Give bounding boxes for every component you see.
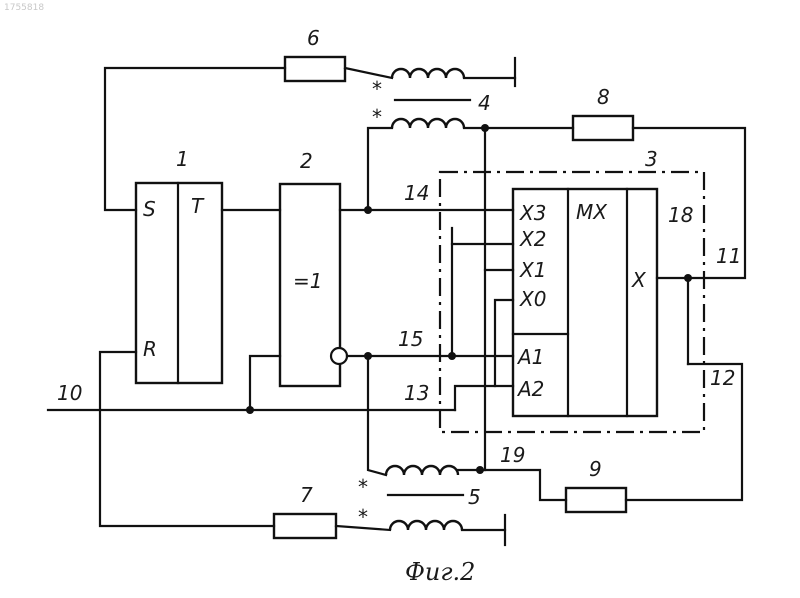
resistor-6: 6	[285, 26, 345, 81]
mux-address-a1-label: A1	[516, 345, 544, 369]
junction-15	[364, 352, 372, 360]
resistor-7: 7	[274, 483, 336, 538]
resistor-8: 8	[573, 85, 633, 140]
inductor-5-lower-polarity-mark: *	[358, 505, 368, 529]
resistor-8-label: 8	[597, 85, 610, 109]
node-12-label: 12	[710, 366, 735, 390]
junction-output	[684, 274, 692, 282]
mux-input-x0-label: X0	[519, 287, 546, 311]
xor-inverted-output-bubble	[331, 348, 347, 364]
wire-15-to-coil5-upper	[368, 356, 386, 475]
node-11-label: 11	[716, 244, 741, 268]
wire-s-to-r6	[105, 68, 285, 210]
junction-19	[476, 466, 484, 474]
junction-coil4	[481, 124, 489, 132]
trigger-pin-s-label: S	[143, 197, 156, 221]
resistor-9-body	[566, 488, 626, 512]
mux-input-x1-label: X1	[519, 258, 546, 282]
trigger-pin-r-label: R	[143, 337, 157, 361]
resistor-7-label: 7	[300, 483, 313, 507]
mux-output-x-label: X	[631, 268, 647, 292]
document-ref-mark: 1755818	[4, 3, 44, 13]
node-labels: 10 11 12 13 14 15 19	[57, 181, 741, 467]
junction-a1	[448, 352, 456, 360]
xor-number-label: 2	[300, 149, 313, 173]
mux-input-x2-label: X2	[519, 227, 546, 251]
resistor-9-label: 9	[589, 457, 602, 481]
figure-caption: Фиг.2	[405, 558, 475, 586]
junction-10	[246, 406, 254, 414]
inductor-4-lower-coil	[392, 119, 464, 128]
mux-title-label: MX	[576, 200, 608, 224]
node-14-label: 14	[404, 181, 429, 205]
mux-address-a2-label: A2	[516, 377, 544, 401]
mux-number-label: 18	[668, 203, 693, 227]
resistor-7-body	[274, 514, 336, 538]
wiring	[48, 58, 745, 545]
inductor-5-lower-coil	[390, 521, 462, 530]
inductor-4-lower-polarity-mark: *	[372, 105, 382, 129]
inductor-4-upper-polarity-mark: *	[372, 77, 382, 101]
wire-r6-to-coil4	[345, 68, 392, 78]
resistor-6-body	[285, 57, 345, 81]
mux-input-x3-label: X3	[519, 201, 546, 225]
wire-r-to-r7	[100, 352, 274, 526]
inductor-5-label: 5	[468, 485, 481, 509]
xor-symbol-label: =1	[293, 269, 322, 293]
unit-3-number-label: 3	[645, 147, 658, 171]
inductor-4-upper-coil	[392, 69, 464, 78]
resistor-6-label: 6	[307, 26, 320, 50]
trigger-block: 1 S T R	[136, 147, 222, 383]
node-15-label: 15	[398, 327, 423, 351]
junction-14	[364, 206, 372, 214]
trigger-pin-t-label: T	[191, 194, 205, 218]
resistor-8-body	[573, 116, 633, 140]
wire-14-to-coil4-lower	[368, 128, 392, 210]
xor-gate: 2 =1	[280, 149, 347, 386]
inductor-5-upper-polarity-mark: *	[358, 475, 368, 499]
resistor-9: 9	[566, 457, 626, 512]
junctions	[246, 124, 692, 474]
node-19-label: 19	[500, 443, 525, 467]
inductor-pair-5: * * 5	[358, 466, 481, 530]
inductor-4-label: 4	[478, 91, 491, 115]
node-13-label: 13	[404, 381, 429, 405]
inductor-5-upper-coil	[386, 466, 458, 475]
trigger-number-label: 1	[176, 147, 189, 171]
multiplexer-block: MX 18 X3 X2 X1 X0 A1 A2 X	[513, 189, 693, 416]
wire-10-to-xor	[250, 356, 280, 410]
node-10-label: 10	[57, 381, 82, 405]
